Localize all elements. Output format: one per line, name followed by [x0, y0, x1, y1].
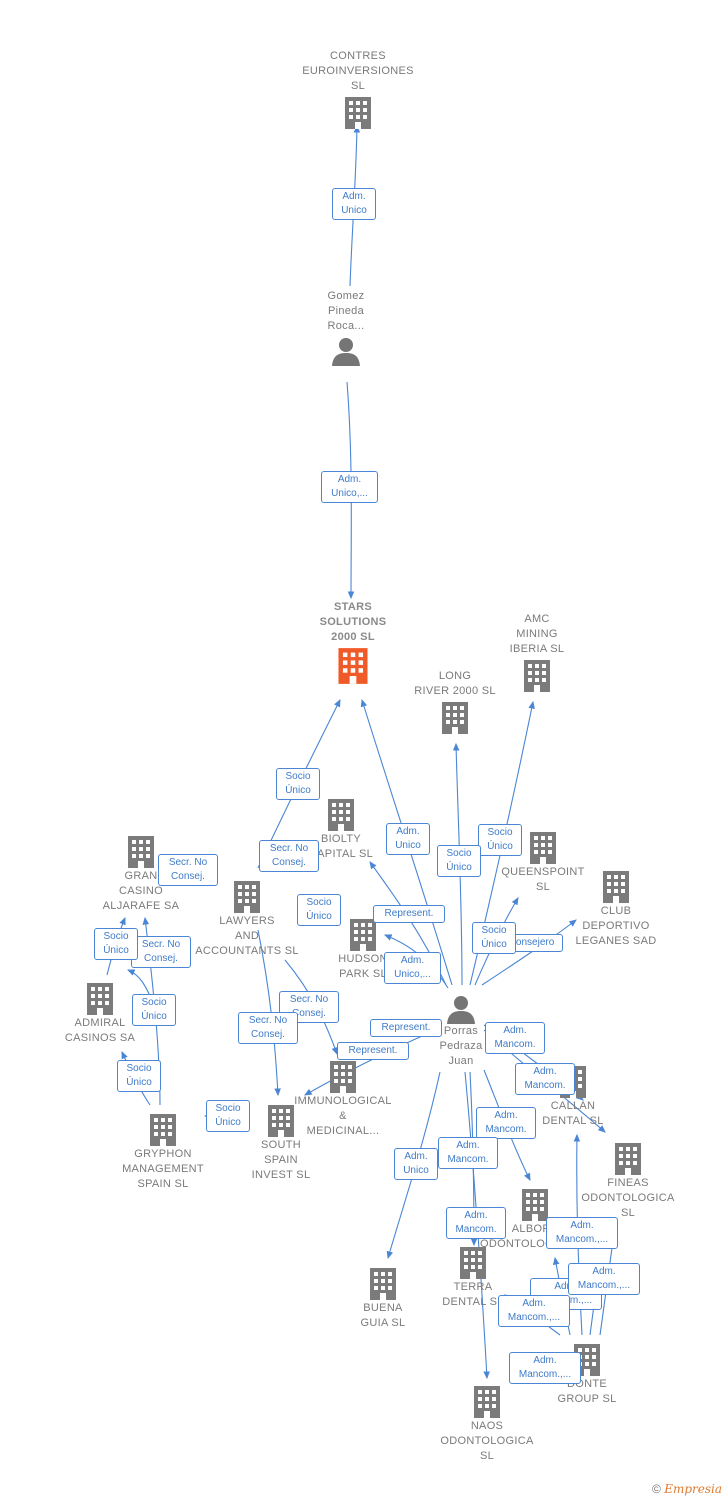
node-gryphon[interactable]: GRYPHON MANAGEMENT SPAIN SL — [103, 1111, 223, 1192]
relation-label[interactable]: Represent. — [370, 1019, 442, 1037]
node-label: QUEENSPOINT SL — [501, 866, 585, 893]
relation-label[interactable]: Socio Único — [472, 922, 516, 954]
node-longriver[interactable]: LONG RIVER 2000 SL — [395, 669, 515, 735]
building-icon — [350, 919, 376, 951]
node-club[interactable]: CLUB DEPORTIVO LEGANES SAD — [556, 868, 676, 949]
person-icon — [447, 996, 475, 1024]
relation-label[interactable]: Adm. Mancom.,... — [498, 1295, 570, 1327]
node-label: CLUB DEPORTIVO LEGANES SAD — [575, 905, 657, 947]
node-label: STARS SOLUTIONS 2000 SL — [319, 601, 387, 643]
node-lawyers[interactable]: LAWYERS AND ACCOUNTANTS SL — [187, 878, 307, 959]
node-south[interactable]: SOUTH SPAIN INVEST SL — [221, 1102, 341, 1183]
relation-label[interactable]: Socio Único — [297, 894, 341, 926]
relation-label[interactable]: Secr. No Consej. — [131, 936, 191, 968]
node-label: BUENA GUIA SL — [360, 1302, 406, 1329]
building-icon — [87, 983, 113, 1015]
relation-label[interactable]: Adm. Mancom.,... — [546, 1217, 618, 1249]
node-hudson[interactable]: HUDSON PARK SL — [303, 916, 423, 982]
building-icon — [522, 1189, 548, 1221]
relation-label[interactable]: Socio Único — [117, 1060, 161, 1092]
node-gomez[interactable]: Gomez Pineda Roca... — [286, 289, 406, 366]
node-stars[interactable]: STARS SOLUTIONS 2000 SL — [293, 600, 413, 685]
relation-label[interactable]: Socio Único — [437, 845, 481, 877]
node-label: FINEAS ODONTOLOGICA SL — [581, 1177, 675, 1219]
relation-label[interactable]: Represent. — [337, 1042, 409, 1060]
building-icon — [474, 1386, 500, 1418]
building-icon — [524, 660, 550, 692]
node-immuno[interactable]: IMMUNOLOGICAL & MEDICINAL... — [283, 1058, 403, 1139]
relation-label[interactable]: Adm. Mancom. — [438, 1137, 498, 1169]
node-label: Porras Pedraza Juan — [439, 1025, 483, 1067]
building-icon — [460, 1247, 486, 1279]
relation-label[interactable]: Adm. Mancom.,... — [568, 1263, 640, 1295]
node-label: GRYPHON MANAGEMENT SPAIN SL — [122, 1148, 204, 1190]
node-label: LAWYERS AND ACCOUNTANTS SL — [195, 915, 299, 957]
building-icon — [615, 1143, 641, 1175]
relation-label[interactable]: Secr. No Consej. — [259, 840, 319, 872]
person-icon — [332, 338, 360, 366]
node-label: NAOS ODONTOLOGICA SL — [440, 1420, 534, 1462]
building-icon — [234, 881, 260, 913]
node-porras[interactable]: Porras Pedraza Juan — [401, 992, 521, 1069]
relation-label[interactable]: Socio Único — [478, 824, 522, 856]
building-icon — [370, 1268, 396, 1300]
relation-label[interactable]: Adm. Unico,... — [321, 471, 378, 503]
building-icon — [328, 799, 354, 831]
relation-label[interactable]: Adm. Mancom. — [446, 1207, 506, 1239]
relation-label[interactable]: Adm. Mancom. — [485, 1022, 545, 1054]
relation-label[interactable]: Socio Único — [206, 1100, 250, 1132]
relation-label[interactable]: Adm. Unico — [394, 1148, 438, 1180]
node-label: IMMUNOLOGICAL & MEDICINAL... — [294, 1095, 392, 1137]
relation-label[interactable]: Secr. No Consej. — [158, 854, 218, 886]
node-label: LONG RIVER 2000 SL — [414, 670, 496, 697]
building-icon — [603, 871, 629, 903]
node-label: HUDSON PARK SL — [338, 953, 388, 980]
building-icon — [442, 702, 468, 734]
copyright-icon: © — [652, 1482, 661, 1496]
node-label: BIOLTY CAPITAL SL — [308, 833, 374, 860]
building-icon — [338, 648, 368, 684]
relation-label[interactable]: Adm. Mancom.,... — [509, 1352, 581, 1384]
brand-logo: Empresia — [664, 1482, 722, 1496]
node-label: AMC MINING IBERIA SL — [509, 613, 565, 655]
node-queenspoint[interactable]: QUEENSPOINT SL — [483, 829, 603, 895]
relation-label[interactable]: Adm. Mancom. — [515, 1063, 575, 1095]
node-naos[interactable]: NAOS ODONTOLOGICA SL — [427, 1383, 547, 1464]
node-label: CALLAN DENTAL SL — [542, 1100, 604, 1127]
node-amc[interactable]: AMC MINING IBERIA SL — [477, 612, 597, 693]
node-gran[interactable]: GRAN CASINO ALJARAFE SA — [81, 833, 201, 914]
building-icon — [268, 1105, 294, 1137]
node-biolty[interactable]: BIOLTY CAPITAL SL — [281, 796, 401, 862]
node-contres[interactable]: CONTRES EUROINVERSIONES SL — [298, 49, 418, 130]
relation-label[interactable]: Adm. Unico — [386, 823, 430, 855]
relation-label[interactable]: Adm. Unico,... — [384, 952, 441, 984]
relation-label[interactable]: Socio Único — [94, 928, 138, 960]
building-icon — [150, 1114, 176, 1146]
relation-label[interactable]: Represent. — [373, 905, 445, 923]
relation-label[interactable]: Socio Único — [276, 768, 320, 800]
relation-label[interactable]: Adm. Mancom. — [476, 1107, 536, 1139]
building-icon — [128, 836, 154, 868]
node-label: GRAN CASINO ALJARAFE SA — [102, 870, 180, 912]
relation-label[interactable]: Secr. No Consej. — [238, 1012, 298, 1044]
watermark: © Empresia — [652, 1482, 722, 1496]
relation-label[interactable]: Socio Único — [132, 994, 176, 1026]
node-fineas[interactable]: FINEAS ODONTOLOGICA SL — [568, 1140, 688, 1221]
node-label: Gomez Pineda Roca... — [327, 290, 365, 332]
node-buena[interactable]: BUENA GUIA SL — [323, 1265, 443, 1331]
node-admiral[interactable]: ADMIRAL CASINOS SA — [40, 980, 160, 1046]
building-icon — [345, 97, 371, 129]
relation-label[interactable]: Adm. Unico — [332, 188, 376, 220]
building-icon — [330, 1061, 356, 1093]
node-label: ADMIRAL CASINOS SA — [64, 1017, 136, 1044]
node-label: SOUTH SPAIN INVEST SL — [251, 1139, 311, 1181]
building-icon — [530, 832, 556, 864]
node-label: CONTRES EUROINVERSIONES SL — [302, 50, 414, 92]
